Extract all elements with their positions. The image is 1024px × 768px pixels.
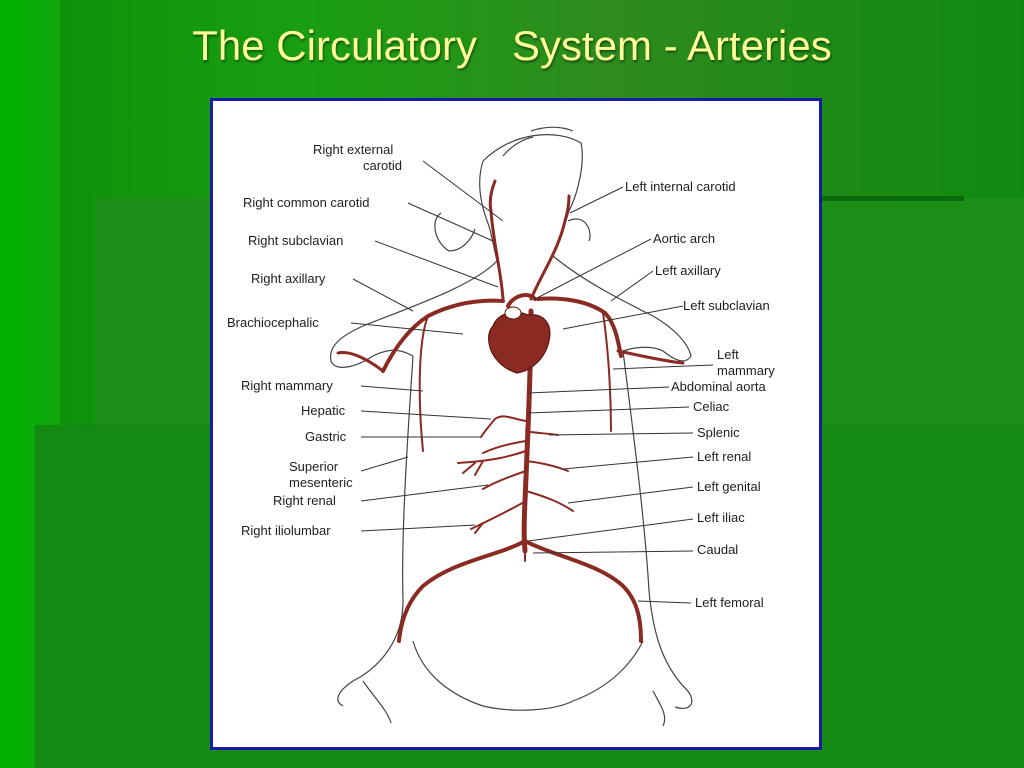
right-axillary-artery xyxy=(336,351,385,373)
label-brachiocephalic: Brachiocephalic xyxy=(227,315,319,330)
label-superior-mesenteric-1: Superior xyxy=(289,459,339,474)
background-bar xyxy=(820,196,964,201)
left-subclavian-artery xyxy=(536,296,623,358)
label-caudal: Caudal xyxy=(697,542,738,557)
label-left-iliac: Left iliac xyxy=(697,510,745,525)
label-left-internal-carotid: Left internal carotid xyxy=(625,179,736,194)
slide-title: The Circulatory System - Arteries xyxy=(192,22,832,69)
label-right-mammary: Right mammary xyxy=(241,378,333,393)
heart-outflow xyxy=(504,306,522,320)
left-iliac-artery xyxy=(523,539,643,643)
label-left-mammary-1: Left xyxy=(717,347,739,362)
left-carotid-artery xyxy=(529,194,571,301)
artery-network xyxy=(336,179,685,643)
label-gastric: Gastric xyxy=(305,429,347,444)
right-iliolumbar-artery xyxy=(470,500,527,534)
label-hepatic: Hepatic xyxy=(301,403,346,418)
label-left-axillary: Left axillary xyxy=(655,263,721,278)
label-left-genital: Left genital xyxy=(697,479,761,494)
label-right-axillary: Right axillary xyxy=(251,271,326,286)
right-mammary-artery xyxy=(418,315,429,452)
leader-lines xyxy=(350,160,714,604)
label-right-iliolumbar: Right iliolumbar xyxy=(241,523,331,538)
label-right-external-carotid-1: Right external xyxy=(313,142,393,157)
labels-left: Right external carotid Right common caro… xyxy=(227,142,402,538)
gastric-artery xyxy=(482,440,527,454)
label-abdominal-aorta: Abdominal aorta xyxy=(671,379,766,394)
hepatic-artery xyxy=(480,415,527,438)
right-carotid-artery xyxy=(488,179,505,301)
label-splenic: Splenic xyxy=(697,425,740,440)
label-right-external-carotid-2: carotid xyxy=(363,158,402,173)
label-right-subclavian: Right subclavian xyxy=(248,233,343,248)
body-outline xyxy=(330,126,693,727)
label-left-renal: Left renal xyxy=(697,449,751,464)
rat-artery-diagram: Right external carotid Right common caro… xyxy=(227,126,775,727)
label-celiac: Celiac xyxy=(693,399,730,414)
label-aortic-arch: Aortic arch xyxy=(653,231,715,246)
left-mammary-artery xyxy=(602,312,612,432)
splenic-artery xyxy=(525,430,559,436)
label-left-femoral: Left femoral xyxy=(695,595,764,610)
right-iliac-artery xyxy=(397,539,527,643)
label-right-renal: Right renal xyxy=(273,493,336,508)
superior-mesenteric-artery xyxy=(457,450,527,476)
label-left-mammary-2: mammary xyxy=(717,363,775,378)
heart xyxy=(488,311,551,374)
diagram-frame: Right external carotid Right common caro… xyxy=(210,98,822,750)
label-left-subclavian: Left subclavian xyxy=(683,298,770,313)
left-axillary-artery xyxy=(616,349,685,365)
label-right-common-carotid: Right common carotid xyxy=(243,195,369,210)
aortic-arch-vessel xyxy=(506,293,537,308)
label-superior-mesenteric-2: mesenteric xyxy=(289,475,353,490)
left-genital-artery xyxy=(525,490,574,512)
labels-right: Left internal carotid Aortic arch Left a… xyxy=(625,179,775,610)
left-renal-artery xyxy=(525,460,569,472)
right-renal-artery xyxy=(482,470,527,490)
